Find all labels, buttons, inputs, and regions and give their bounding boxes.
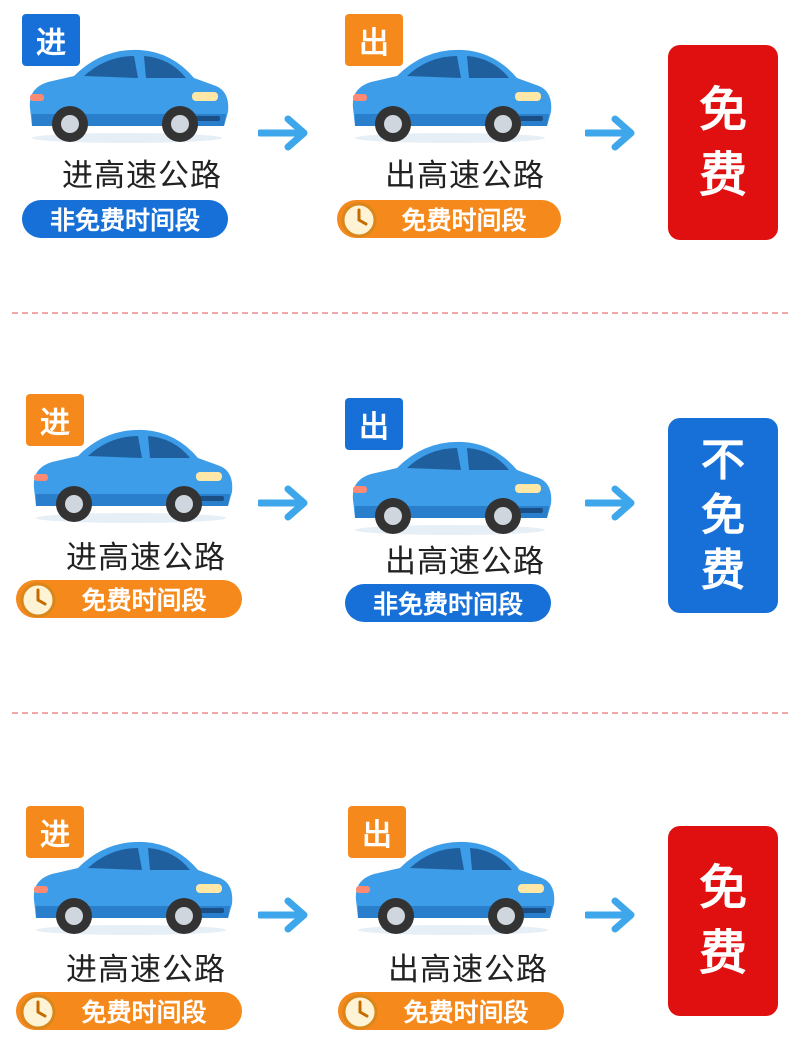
result-char: 免 [698,860,747,917]
entry-label: 进高速公路 [66,952,226,988]
exit-badge: 出 [348,806,406,858]
clock-icon [20,582,56,618]
result-char: 免 [701,490,745,541]
entry-period-pill: 非免费时间段 [22,200,228,238]
exit-period-pill: 非免费时间段 [345,584,551,622]
arrow-icon [258,485,308,521]
car-icon [352,441,552,535]
car-icon [352,49,552,143]
car-icon [355,841,555,935]
entry-badge: 进 [22,14,80,66]
car-icon [29,49,229,143]
period-text: 免费时间段 [403,998,529,1027]
entry-badge: 进 [26,394,84,446]
divider [12,712,788,714]
exit-badge: 出 [345,398,403,450]
car-icon [33,841,233,935]
exit-period-pill: 免费时间段 [338,992,564,1030]
arrow-icon [585,485,635,521]
exit-badge: 出 [345,14,403,66]
result-char: 免 [698,81,747,138]
exit-label: 出高速公路 [385,158,545,194]
period-text: 免费时间段 [81,998,207,1027]
arrow-icon [585,897,635,933]
exit-label: 出高速公路 [385,544,545,580]
result-char: 费 [698,925,747,981]
entry-label: 进高速公路 [62,158,222,194]
car-icon [33,429,233,523]
arrow-icon [258,897,308,933]
result-char: 费 [698,146,747,203]
arrow-icon [258,115,308,151]
exit-label: 出高速公路 [388,952,548,988]
result-box: 免 费 [668,826,778,1016]
clock-icon [20,994,56,1030]
entry-period-pill: 免费时间段 [16,580,242,618]
entry-label: 进高速公路 [66,540,226,576]
entry-badge: 进 [26,806,84,858]
clock-icon [342,994,378,1030]
result-box: 免 费 [668,45,778,240]
result-char: 不 [701,435,745,486]
result-char: 费 [701,545,745,596]
period-text: 免费时间段 [81,586,207,615]
entry-period-pill: 免费时间段 [16,992,242,1030]
divider [12,312,788,314]
result-box: 不 免 费 [668,418,778,613]
exit-period-pill: 免费时间段 [337,200,561,238]
clock-icon [341,202,377,238]
arrow-icon [585,115,635,151]
period-text: 免费时间段 [401,206,527,235]
